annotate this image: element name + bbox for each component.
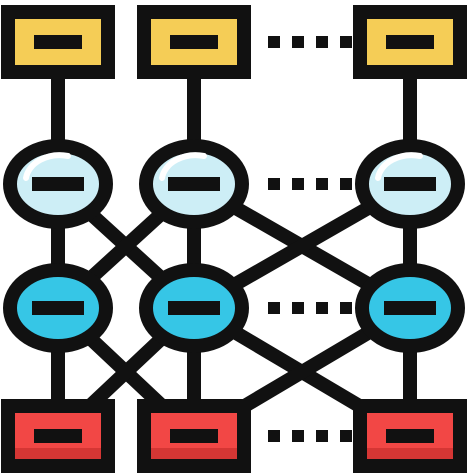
hidden2-node-3-bar [384, 301, 436, 315]
hidden1-node-2-highlight [159, 152, 207, 181]
connections [51, 35, 417, 443]
output-node-1-shade [15, 448, 101, 459]
output-node-1-bar [34, 429, 82, 443]
nodes [1, 5, 467, 473]
dot [316, 302, 328, 314]
hidden2-node-3 [355, 263, 465, 353]
dot [316, 430, 328, 442]
dot [340, 178, 352, 190]
hidden1-node-1 [3, 139, 113, 229]
dot [268, 36, 280, 48]
output-node-2 [137, 399, 251, 473]
dot [292, 302, 304, 314]
dot [340, 36, 352, 48]
input-node-1 [1, 5, 115, 79]
output-node-3-shade [367, 448, 453, 459]
input-node-3-bar [386, 35, 434, 49]
hidden1-node-1-bar [32, 177, 84, 191]
hidden1-node-3-bar [384, 177, 436, 191]
hidden2-node-2-bar [168, 301, 220, 315]
input-node-2-bar [170, 35, 218, 49]
output-node-3 [353, 399, 467, 473]
hidden2-node-2 [139, 263, 249, 353]
dot [316, 178, 328, 190]
output-node-2-bar [170, 429, 218, 443]
hidden1-node-2-bar [168, 177, 220, 191]
dot [268, 430, 280, 442]
dot [268, 302, 280, 314]
hidden1-node-3 [355, 139, 465, 229]
hidden2-node-1-bar [32, 301, 84, 315]
hidden1-node-3-highlight [375, 152, 423, 181]
input-node-1-bar [34, 35, 82, 49]
ellipsis-dots [268, 36, 352, 442]
hidden2-node-1 [3, 263, 113, 353]
output-node-3-bar [386, 429, 434, 443]
dot [316, 36, 328, 48]
hidden1-node-1-highlight [23, 152, 71, 181]
dot [268, 178, 280, 190]
dot [340, 430, 352, 442]
dot [292, 36, 304, 48]
input-node-2 [137, 5, 251, 79]
dot [292, 430, 304, 442]
input-node-3 [353, 5, 467, 79]
output-node-1 [1, 399, 115, 473]
hidden1-node-2 [139, 139, 249, 229]
dot [340, 302, 352, 314]
dot [292, 178, 304, 190]
output-node-2-shade [151, 448, 237, 459]
